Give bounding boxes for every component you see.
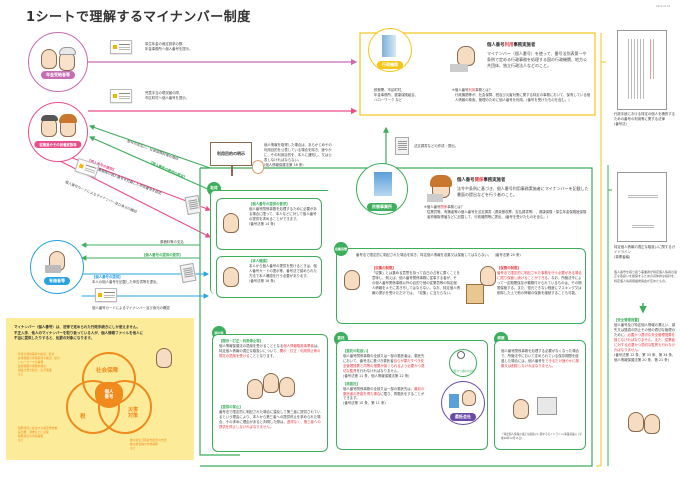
disclose-box: 【開示・訂正・利用停止等】 個人情報保護法の適用を受けることとなる個人情報取扱事… <box>212 334 328 452</box>
document-icon <box>179 262 197 284</box>
elder-man-icon <box>41 49 57 69</box>
disclose-text: 【開示・訂正・利用停止等】 個人情報保護法の適用を受けることとなる個人情報取扱事… <box>219 339 321 358</box>
employee-badge: 従業員やその扶養家族等 <box>34 141 82 148</box>
biz-description: 法令や条例に基づき、個人番号利用事務実施者にマイナンバーを記載した書面の提出など… <box>457 186 589 197</box>
payment-label: 原稿料等の支払 <box>160 240 184 244</box>
person-icon <box>247 379 263 399</box>
mover-icon <box>480 266 496 286</box>
contractor-badge: 委託会社 <box>450 413 476 421</box>
office-building-icon <box>374 172 392 196</box>
law1-label: 行政手続における特定の個人を識別するための番号の利用等に関する法律 (番号法) <box>614 112 676 126</box>
warning-panel: マイナンバー（個人番号）は、法律で定められた行政手続きにしか使えません。 不正入… <box>6 318 194 460</box>
documents-bundle-icon <box>537 397 557 415</box>
biz-question: ※個人番号関係事務とは？ 従業員等、有識者等の個人番号を法定調書（源泉徴収票、支… <box>424 205 587 219</box>
entrust-text: 【委託の取扱い】 個人番号関係事務の全部又は一部の委託者は、委託先において、番号… <box>343 349 425 406</box>
acquire-request-box: 【個人番号の提供の要求】 個人番号関係事務を処理するために必要がある場合に限って… <box>216 198 322 250</box>
disaster-examples: 被災者生活再建支援金の支給 被災者台帳の作成事務 など <box>130 438 167 451</box>
businessman-icon <box>513 399 529 419</box>
tax-examples: 税務当局に提出する確定申告書、 届出書、調書などに記載 税務当局の内部事務 など <box>18 426 60 443</box>
gov-examples: 税務署、市区町村、 年金事務所、健康保険組合、 ハローワーク など <box>374 88 419 102</box>
person-icon <box>279 377 295 397</box>
biz-circle: 民間事業所 <box>356 163 408 215</box>
gov-description: マイナンバー（個人番号）を使って、番号法別表第一や条例で定める行政事務を処理する… <box>487 51 587 68</box>
collect-tag: 収集保管 <box>334 242 348 256</box>
venn-disaster-circle <box>98 380 152 434</box>
collect-limit: 【収集の制限】 「収集」とは集める意思を持って自己の占有に置くことを意味し、例え… <box>372 266 460 295</box>
request-label-payee: 【個人番号の提供の要求】 <box>142 253 183 257</box>
entrust-box: 【委託の取扱い】 個人番号関係事務の全部又は一部の委託者は、委託先において、番号… <box>336 340 488 450</box>
pension-note: 厚生年金の裁定請求の際、 年金事務所へ個人番号を提示。 <box>145 42 193 51</box>
payee-badge: 有価者等 <box>44 277 70 285</box>
elder-couple-icon <box>628 412 644 432</box>
request-text: 【個人番号の提供の要求】 個人番号関係事務を処理するために必要がある場合に限って… <box>249 202 317 226</box>
venn-social-label: 社会保障 <box>96 368 119 374</box>
person-icon <box>263 373 279 393</box>
contractor-woman-icon <box>462 390 476 406</box>
pension-actor: 年金受給者等 <box>28 32 88 92</box>
biz-heading: 個人番号関係事務実施者 <box>457 178 506 183</box>
mynumber-card-icon <box>95 288 117 302</box>
purpose-text: 個人情報を取得した場合は、あらかじめその利用目的を公表している場合を除き、速やか… <box>264 143 332 167</box>
gov-badge: 行政機関 <box>377 61 403 69</box>
rabbit-icon <box>252 160 264 174</box>
page-title: 1シートで理解するマイナンバー制度 <box>26 10 251 25</box>
mynumber-card-icon <box>110 89 132 103</box>
law2-description: 個人番号を取り扱う事業者が特定個人情報の適正な取扱いを確保するための具体的な指針… <box>614 270 678 283</box>
venn-disaster-label: 災害対策 <box>128 407 139 419</box>
statutory-label: 法定調書などの作成・提出。 <box>414 144 459 148</box>
venn-tax-label: 税 <box>80 414 86 420</box>
laptop-icon <box>427 194 443 202</box>
elder-couple-icon <box>644 414 660 434</box>
law2-label: 特定個人情報の適正な取扱いに関するガイドライン (事業者編) <box>614 245 676 259</box>
employee-note: 児童手当の現況届の際、 市区町村へ個人番号を提示。 <box>145 91 190 100</box>
social-examples: 年金の資格取得や確認、給付 雇用保険の資格取得や確認、給付 ハローワークの事務 … <box>18 352 60 377</box>
mynumber-card-icon <box>110 40 132 54</box>
venn-center: 個人番号 <box>95 382 123 408</box>
collect-keep: 【保管の制限】 番号法で限定的に明記された事務を行う必要がある場合に限り保管し続… <box>497 266 582 295</box>
collect-rule: 番号法で限定的に明記された場合を除き、特定個人情報を収集又は保管してはならない。… <box>356 253 521 257</box>
document-icon <box>184 194 202 216</box>
provide-label-payee: 【個人番号の提供】 本人の個人番号を記載した申告書等を提出。 <box>92 275 160 284</box>
salary-arrow <box>88 124 211 169</box>
purpose-sign: 利用目的の明示 <box>210 142 252 166</box>
employee-actor: 従業員やその扶養家族等 <box>28 102 88 162</box>
gov-question: ※個人番号利用事務とは？ 行政機関等が、社会保障、税及び災害対策に関する特定の事… <box>452 88 591 102</box>
building-icon <box>382 35 396 57</box>
collect-frame <box>336 248 586 324</box>
manager-icon <box>223 213 239 233</box>
elder-man-pointing-icon <box>156 348 172 368</box>
confirm-label-payee: 個人番号カードによるマイナンバー及び身元の確認 <box>92 306 170 310</box>
magnifier-icon <box>457 351 465 359</box>
laptop-icon <box>450 64 468 72</box>
gov-circle: 行政機関 <box>368 28 412 72</box>
official-icon <box>457 46 475 66</box>
pension-badge: 年金受給者等 <box>41 71 75 79</box>
date-label: 2016.01.01 <box>656 5 671 8</box>
warning-text: マイナンバー（個人番号）は、法律で定められた行政手続きにしか使えません。 不正入… <box>14 325 144 341</box>
safety-measures: 【安全管理措置】 個人番号及び特定個人情報の漏えい、滅失又は毀損の防止その他の適… <box>614 318 676 362</box>
contractor-circle: 委託会社 <box>441 381 485 425</box>
request-arrow-employee <box>88 136 211 191</box>
boxes-icon <box>466 284 484 304</box>
dispose-box: 個人番号関係事務を処理する必要がなくなった場合で、所管法令において定められている… <box>494 340 586 450</box>
verify-text: 【本人確認】 本人から個人番号の提供を受けるときは、個人番号カードの提示等、番号… <box>249 259 317 283</box>
laptop-icon <box>45 265 61 273</box>
guideline-document-thumbnail <box>617 172 667 242</box>
payee-actor: 有価者等 <box>30 240 84 294</box>
stop-text: 【提供の禁止】 番号法で限定的に明記された場合に違反して第三者に提供されていると… <box>219 405 321 429</box>
clerk-phone-icon <box>344 270 360 290</box>
law-document-thumbnail <box>617 30 667 110</box>
gov-heading: 個人番号利用事務実施者 <box>487 43 536 48</box>
acquire-verify-box: 【本人確認】 本人から個人番号の提供を受けるときは、個人番号カードの提示等、番号… <box>216 256 322 298</box>
statutory-doc-icon <box>395 137 409 155</box>
biz-badge: 民間事業所 <box>367 203 397 211</box>
sign-post <box>231 166 233 176</box>
magnifier-woman-icon <box>223 267 239 287</box>
dispose-text: 個人番号関係事務を処理する必要がなくなった場合で、所管法令において定められている… <box>501 349 579 368</box>
dispose-source: 「特定個人情報の適正な取扱いに関するガイドライン(事業者編)」(平成26年12月… <box>501 433 582 440</box>
office-building-icon <box>449 394 459 408</box>
